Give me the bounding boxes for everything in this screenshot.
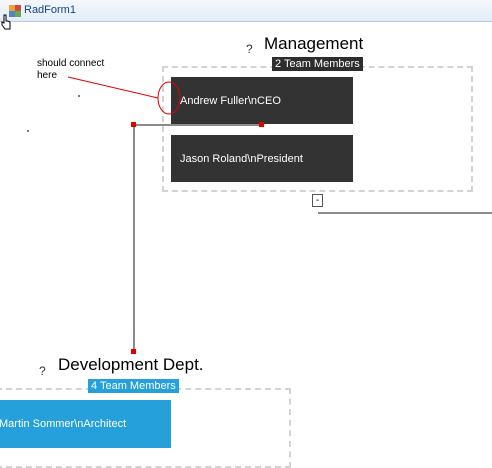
form-icon xyxy=(9,5,21,17)
connector-handle xyxy=(259,122,264,127)
window-title: RadForm1 xyxy=(24,4,76,16)
connector-layer xyxy=(67,76,492,354)
org-node-martin-sommer[interactable]: Martin Sommer\nArchitect xyxy=(0,400,171,448)
group-help-icon[interactable]: ? xyxy=(246,42,253,56)
node-label: Martin Sommer\nArchitect xyxy=(0,418,127,430)
connector-handle xyxy=(131,349,136,354)
connector-handle xyxy=(131,122,136,127)
hand-cursor-icon xyxy=(1,14,11,30)
annotation-note: should connect here xyxy=(37,58,105,81)
group-title-management: Management xyxy=(264,34,364,53)
node-label: Jason Roland\nPresident xyxy=(180,152,303,165)
grid-dot xyxy=(78,95,80,97)
grid-dot xyxy=(27,130,29,132)
node-label: Andrew Fuller\nCEO xyxy=(180,94,281,107)
collapse-button[interactable]: - xyxy=(312,194,323,207)
annotation-circle xyxy=(157,81,181,115)
org-node-andrew-fuller[interactable]: Andrew Fuller\nCEO xyxy=(171,77,353,124)
title-bar: RadForm1 xyxy=(0,0,492,22)
org-node-jason-roland[interactable]: Jason Roland\nPresident xyxy=(171,135,353,182)
member-count-badge: 4 Team Members xyxy=(88,379,179,393)
annotation-arrow xyxy=(67,76,159,99)
group-title-development: Development Dept. xyxy=(58,355,204,374)
group-help-icon[interactable]: ? xyxy=(39,364,46,378)
member-count-badge: 2 Team Members xyxy=(272,57,363,71)
